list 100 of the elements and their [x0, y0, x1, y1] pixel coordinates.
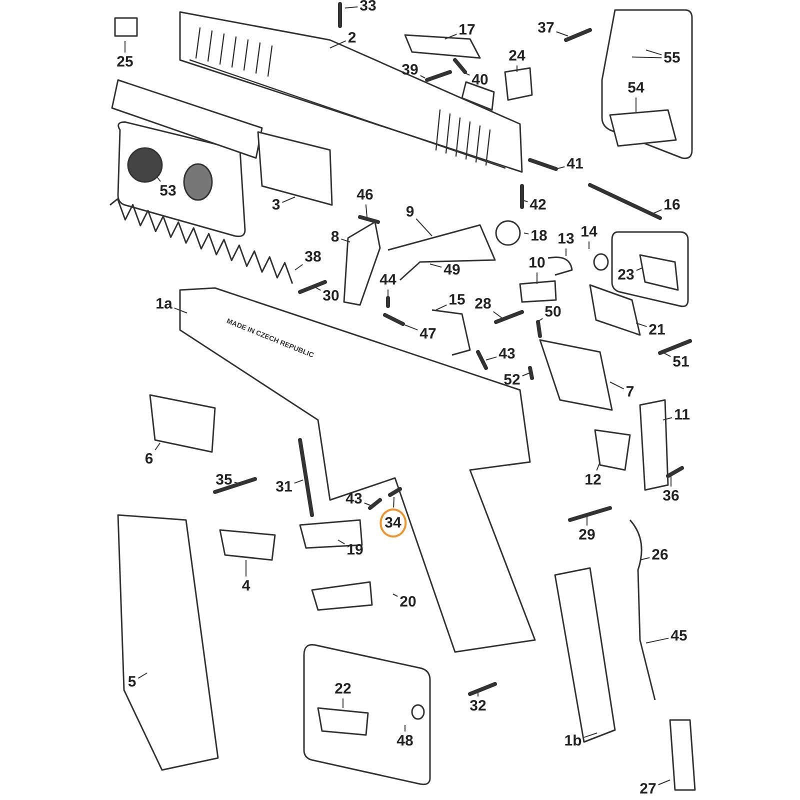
callout-number: 4 [240, 578, 252, 594]
leader-line [404, 324, 418, 330]
callout-number: 3 [270, 196, 282, 214]
callout-number: 39 [400, 62, 420, 78]
leader-line [392, 594, 398, 597]
leader-line [556, 166, 566, 170]
leader-line [416, 218, 432, 236]
callout-number: 20 [398, 594, 418, 610]
callout-number: 16 [662, 196, 682, 214]
leader-line [636, 322, 648, 328]
leader-line [646, 638, 670, 644]
leader-line [138, 672, 148, 679]
callout-number: 24 [508, 48, 526, 64]
callout-number: 1b [563, 732, 583, 750]
callout-number: 6 [144, 450, 154, 468]
callout-number: 5 [126, 674, 138, 690]
callout-number: 7 [624, 384, 636, 400]
callout-number: 31 [274, 478, 294, 496]
callout-number: 53 [158, 182, 178, 200]
leader-line [516, 65, 518, 72]
leader-line [536, 318, 544, 322]
leader-line [444, 34, 458, 40]
callout-number: 11 [673, 406, 691, 424]
leader-line [156, 176, 162, 182]
leader-line [636, 268, 642, 271]
leader-line [586, 514, 588, 526]
callout-number: 44 [378, 272, 398, 288]
leader-line [430, 264, 442, 268]
leader-line [662, 417, 673, 420]
circled-callout-number: 34 [380, 508, 406, 538]
callout-number: 8 [330, 228, 340, 246]
leader-line [640, 557, 650, 560]
leader-line [556, 31, 568, 36]
leader-line [393, 496, 394, 508]
leader-line [492, 311, 502, 318]
leader-line [588, 241, 590, 250]
leader-line [522, 200, 528, 202]
callout-number: 18 [530, 228, 548, 244]
leader-line [154, 442, 160, 451]
callout-number: 25 [116, 54, 134, 70]
leader-line [662, 352, 672, 358]
callout-number: 41 [566, 156, 584, 172]
leader-line [338, 540, 346, 544]
callout-number: 2 [346, 30, 358, 46]
leader-line [658, 780, 670, 786]
leader-line [365, 204, 368, 218]
callout-number: 1a [154, 296, 174, 312]
leader-line [340, 238, 350, 242]
leader-line [124, 40, 126, 53]
leader-line [646, 50, 662, 56]
leader-line [522, 372, 532, 376]
leader-line [652, 209, 662, 214]
leader-line [364, 502, 372, 506]
callout-number: 35 [214, 472, 234, 488]
callout-number: 33 [358, 0, 378, 14]
callout-number: 29 [578, 526, 596, 544]
leader-line [420, 75, 426, 78]
leader-line [524, 232, 530, 234]
leader-line [312, 286, 322, 291]
callout-number: 40 [470, 72, 490, 88]
callout-number: 55 [662, 50, 682, 66]
leader-line [282, 196, 296, 203]
leader-line [404, 724, 406, 732]
callout-number: 15 [448, 292, 466, 308]
leader-line [342, 698, 344, 708]
leader-line [174, 308, 188, 314]
leader-line [294, 480, 304, 484]
leader-line [536, 272, 538, 284]
leader-line [464, 72, 470, 76]
leader-line [330, 40, 346, 48]
callout-number: 49 [442, 262, 462, 278]
leader-line [436, 304, 448, 310]
callout-number: 9 [404, 204, 416, 220]
callout-number: 14 [580, 224, 598, 240]
leader-line [344, 6, 358, 8]
callout-number: 45 [670, 628, 688, 644]
callout-number: 27 [638, 780, 658, 798]
callout-number: 52 [502, 372, 522, 388]
leader-line [610, 382, 624, 390]
callout-number: 51 [672, 354, 690, 370]
callout-number: 10 [528, 254, 546, 272]
callout-number: 23 [616, 266, 636, 284]
callout-number: 13 [556, 230, 576, 248]
callout-number: 19 [346, 542, 364, 558]
callout-number: 17 [458, 22, 476, 38]
callout-number: 43 [498, 346, 516, 362]
callout-number: 12 [584, 472, 602, 488]
callout-number: 48 [396, 732, 414, 750]
callout-number: 47 [418, 326, 438, 342]
leader-line [294, 264, 304, 270]
callout-number: 30 [322, 288, 340, 304]
callout-number: 21 [648, 322, 666, 338]
callout-number: 26 [650, 546, 670, 564]
callout-number: 37 [536, 20, 556, 36]
leader-line [670, 476, 672, 487]
callout-number: 43 [344, 490, 364, 508]
callout-number: 38 [304, 248, 322, 266]
leader-line [632, 56, 662, 58]
callout-number: 36 [662, 488, 680, 504]
leader-line [596, 462, 600, 471]
